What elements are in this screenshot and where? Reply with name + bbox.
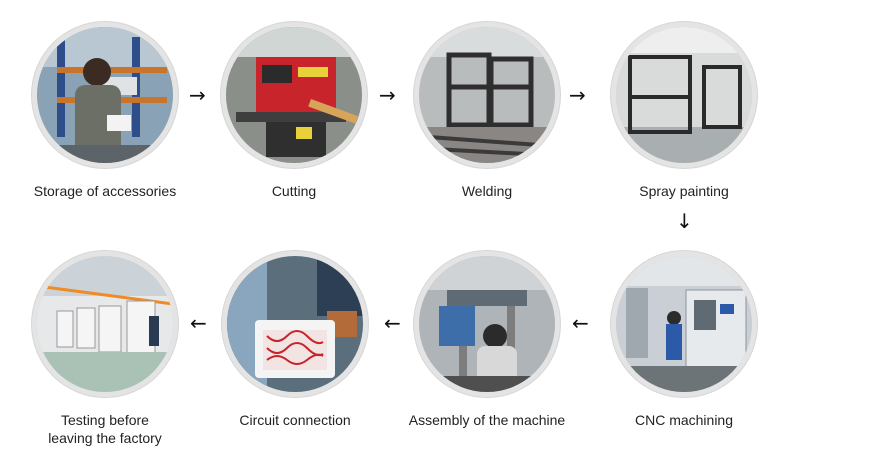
step-testing: Testing before leaving the factory (15, 251, 195, 447)
step-assembly: Assembly of the machine (397, 251, 577, 429)
testing-photo-icon (32, 251, 178, 397)
cnc-photo-icon (611, 251, 757, 397)
arrow-left-icon: ← (190, 311, 207, 335)
step-spray-painting: Spray painting (594, 22, 774, 200)
step-label: Cutting (271, 183, 317, 199)
step-label-line: Testing before (61, 412, 149, 428)
step-cutting: Cutting (204, 22, 384, 200)
step-label: Storage of accessories (33, 183, 177, 199)
step-label: CNC machining (634, 412, 734, 428)
assembly-photo-icon (414, 251, 560, 397)
welding-photo-icon (414, 22, 560, 168)
arrow-down-icon: ↓ (676, 209, 693, 233)
step-welding: Welding (397, 22, 577, 200)
step-label: Spray painting (639, 183, 729, 199)
step-cnc: CNC machining (594, 251, 774, 429)
storage-photo-icon (32, 22, 178, 168)
step-label: Welding (461, 183, 513, 199)
step-label: Assembly of the machine (408, 412, 566, 428)
step-label: Circuit connection (239, 412, 351, 428)
step-label-line: leaving the factory (48, 430, 162, 446)
cutting-photo-icon (221, 22, 367, 168)
spray-painting-photo-icon (611, 22, 757, 168)
step-circuit: Circuit connection (205, 251, 385, 429)
arrow-left-icon: ← (572, 311, 589, 335)
step-label-multiline: Testing before leaving the factory (15, 411, 195, 447)
arrow-right-icon: → (569, 83, 586, 107)
step-storage: Storage of accessories (15, 22, 195, 200)
arrow-right-icon: → (379, 83, 396, 107)
arrow-left-icon: ← (384, 311, 401, 335)
circuit-photo-icon (222, 251, 368, 397)
arrow-right-icon: → (189, 83, 206, 107)
